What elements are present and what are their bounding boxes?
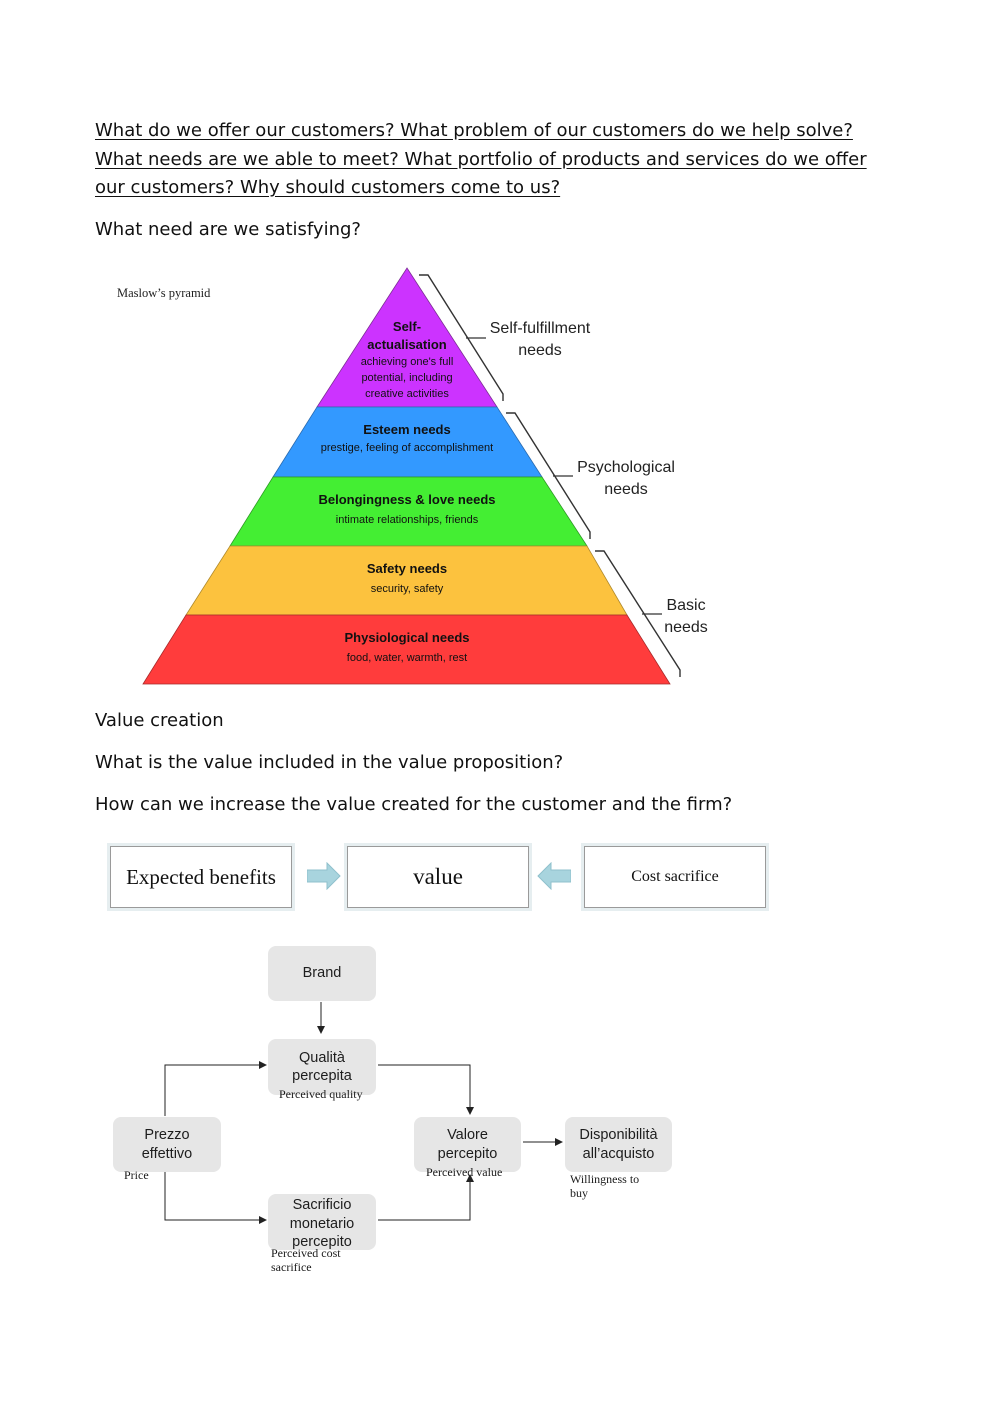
physiological-desc: food, water, warmth, rest [347, 652, 467, 664]
willingness-label-1: Disponibilità [579, 1127, 658, 1143]
willingness-caption-1: Willingness to [570, 1172, 640, 1186]
need-question: What need are we satisfying? [95, 219, 361, 240]
self-actualisation-title-1: Self- [393, 319, 421, 334]
perceived-quality-caption: Perceived quality [279, 1087, 363, 1101]
expected-benefits-box: Expected benefits [110, 846, 292, 908]
maslow-caption: Maslow’s pyramid [117, 286, 211, 300]
self-actualisation-desc-2: potential, including [361, 372, 452, 384]
basic-label-2: needs [664, 619, 708, 636]
willingness-caption-2: buy [570, 1186, 588, 1200]
value-creation-heading: Value creation [95, 710, 224, 731]
price-caption: Price [124, 1168, 149, 1182]
sacrifice-label-2: monetario [289, 1215, 355, 1232]
price-label-1: Prezzo [144, 1127, 190, 1143]
sacrifice-caption-2: sacrifice [271, 1260, 312, 1274]
value-question-2: How can we increase the value created fo… [95, 794, 733, 815]
psychological-label-1: Psychological [577, 459, 675, 476]
perceived-sacrifice-node: Sacrificio monetario percepito [268, 1194, 376, 1250]
basic-label-1: Basic [666, 597, 705, 614]
pyramid-level-physiological [142, 614, 671, 685]
belonging-desc: intimate relationships, friends [336, 514, 479, 526]
price-label-2: effettivo [141, 1145, 193, 1162]
willingness-node: Disponibilità all’acquisto [565, 1117, 672, 1172]
quality-label-2: percepita [292, 1068, 352, 1084]
value-label: value [413, 864, 463, 889]
quality-label-1: Qualità [299, 1049, 345, 1066]
perceived-sacrifice-caption: Perceived cost sacrifice [271, 1246, 341, 1274]
willingness-caption: Willingness to buy [570, 1172, 639, 1200]
value-question-1: What is the value included in the value … [95, 752, 564, 773]
esteem-desc: prestige, feeling of accomplishment [321, 442, 493, 454]
value-node-label-2: percepito [437, 1145, 498, 1162]
sacrifice-to-value-arrow [378, 1174, 474, 1221]
price-to-quality-arrow [164, 1061, 267, 1116]
basic-bracket [595, 550, 681, 677]
expected-benefits-label: Expected benefits [126, 864, 276, 889]
arrow-left-icon [537, 862, 571, 890]
price-to-sacrifice-arrow [164, 1172, 267, 1224]
brand-node: Brand [268, 946, 376, 1001]
willingness-label-2: all’acquisto [582, 1145, 655, 1162]
sacrifice-label-3: percepito [292, 1234, 352, 1250]
psychological-label-2: needs [604, 481, 648, 498]
perceived-value-node: Valore percepito [414, 1117, 521, 1172]
cost-sacrifice-box: Cost sacrifice [584, 846, 766, 908]
value-box: value [347, 846, 529, 908]
safety-desc: security, safety [371, 583, 444, 595]
cost-sacrifice-label: Cost sacrifice [631, 868, 719, 885]
self-fulfillment-label-1: Self-fulfillment [490, 320, 591, 337]
value-node-label-1: Valore [447, 1127, 488, 1143]
esteem-title: Esteem needs [363, 422, 450, 437]
quality-to-value-arrow [378, 1064, 474, 1115]
intro-questions: What do we offer our customers? What pro… [95, 120, 867, 198]
price-node: Prezzo effettivo [113, 1117, 221, 1172]
arrow-right-icon [307, 862, 341, 890]
safety-title: Safety needs [367, 561, 447, 576]
belonging-title: Belongingness & love needs [319, 492, 496, 507]
psychological-bracket [506, 412, 591, 539]
sacrifice-caption-1: Perceived cost [271, 1246, 341, 1260]
sacrifice-label-1: Sacrificio [292, 1197, 352, 1213]
physiological-title: Physiological needs [345, 630, 470, 645]
self-actualisation-desc-1: achieving one's full [361, 356, 454, 368]
perceived-value-caption: Perceived value [426, 1165, 503, 1179]
maslow-pyramid: Self- actualisation achieving one's full… [142, 267, 708, 685]
self-fulfillment-label-2: needs [518, 342, 562, 359]
self-actualisation-desc-3: creative activities [365, 388, 449, 400]
self-fulfillment-bracket [419, 274, 504, 401]
self-actualisation-title-2: actualisation [367, 337, 447, 352]
perceived-quality-node: Qualità percepita [268, 1039, 376, 1095]
brand-label: Brand [302, 965, 342, 982]
